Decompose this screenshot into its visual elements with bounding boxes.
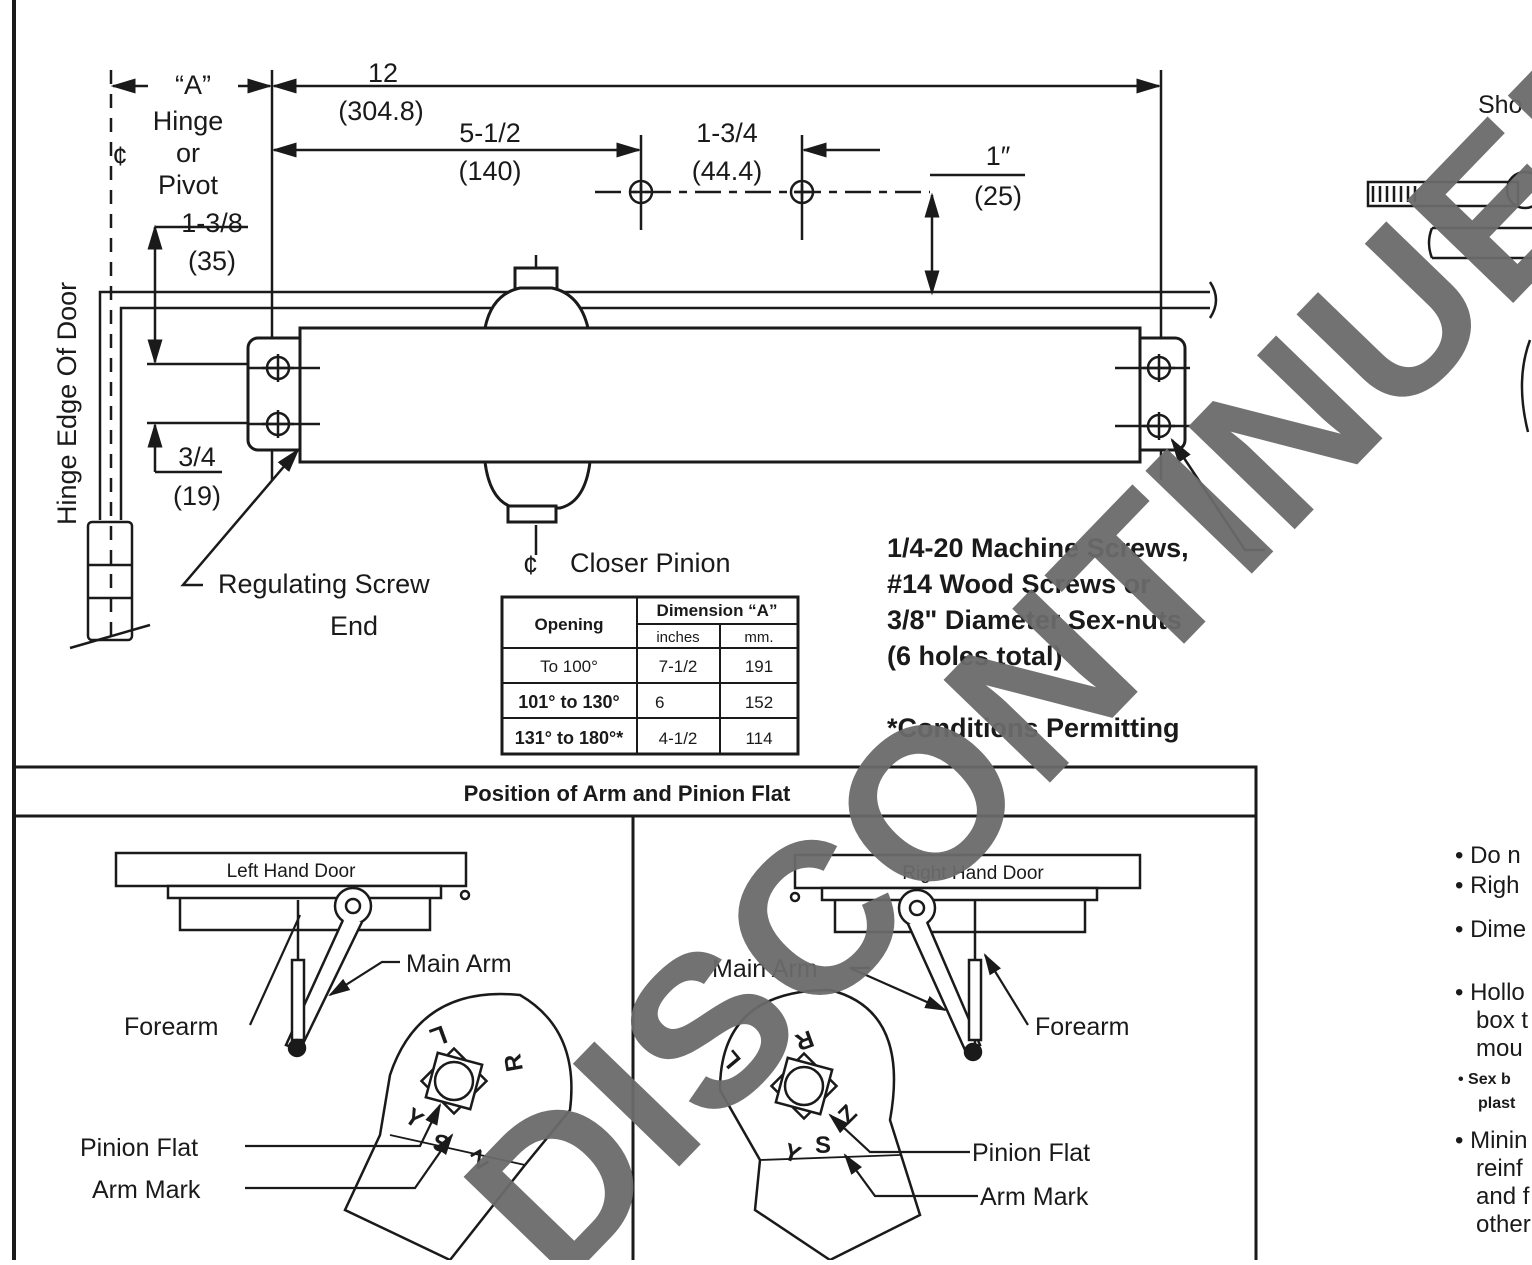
d4-mm: (35)	[188, 246, 236, 276]
note-4b: box t	[1476, 1007, 1528, 1034]
leaders	[180, 437, 1265, 587]
note-2: • Righ	[1455, 872, 1519, 899]
table-row3-opening: 131° to 180°*	[515, 728, 623, 748]
table-row3-inches: 4-1/2	[659, 729, 698, 748]
right-forearm-label: Forearm	[1035, 1013, 1129, 1041]
closer-body	[246, 266, 1187, 524]
d4-in: 1-3/8	[181, 208, 243, 238]
right-column-notes: • Do n • Righ • Dime • Hollo box t mou •…	[1455, 842, 1531, 1238]
table-row2-inches: 6	[655, 693, 664, 712]
right-column-illustration	[1366, 170, 1532, 433]
table-row3-mm: 114	[745, 729, 772, 748]
closer-holes	[248, 354, 1190, 440]
right-main-arm-label: Main Arm	[712, 955, 818, 983]
left-letter-r: R	[499, 1052, 529, 1074]
note-4c: mou	[1476, 1035, 1523, 1062]
hinge-line3: Pivot	[158, 170, 219, 200]
right-arm-mark-label: Arm Mark	[980, 1183, 1089, 1211]
left-door-label: Left Hand Door	[227, 861, 357, 882]
note-6c: and f	[1476, 1183, 1530, 1210]
left-door-leaders	[245, 914, 454, 1190]
d5-in: 3/4	[178, 442, 216, 472]
right-door-label: Right Hand Door	[902, 863, 1044, 884]
screws-line1: 1/4-20 Machine Screws,	[887, 533, 1189, 563]
hinge-line1: Hinge	[153, 106, 224, 136]
left-letter-s: S	[431, 1129, 451, 1158]
left-main-arm-label: Main Arm	[406, 950, 512, 978]
table-row1-inches: 7-1/2	[659, 657, 698, 676]
right-door-illustration	[718, 853, 1142, 1262]
dimension-texts: “A” ¢ Hinge or Pivot 12 (304.8) 5-1/2 (1…	[112, 58, 1022, 511]
d2-in: 1-3/4	[696, 118, 758, 148]
closer-pinion-cl: ¢	[523, 550, 538, 580]
regulating-line1: Regulating Screw	[218, 569, 430, 599]
screws-line2: #14 Wood Screws or	[887, 569, 1151, 599]
hinge-edge-label: Hinge Edge Of Door	[52, 282, 82, 525]
right-door-leaders	[828, 953, 1029, 1198]
d3-in: 1″	[986, 141, 1011, 171]
dimension-table: Opening Dimension “A” inches mm. To 100°…	[500, 595, 800, 756]
table-col-dimension: Dimension “A”	[657, 601, 778, 620]
screws-line4: (6 holes total)	[887, 641, 1063, 671]
note-4: • Hollo	[1455, 979, 1525, 1006]
door-edge	[69, 281, 1218, 650]
overall-mm: (304.8)	[338, 96, 424, 126]
overall-in: 12	[368, 58, 398, 88]
closer-pinion-label: Closer Pinion	[570, 548, 731, 578]
left-arm-mark-label: Arm Mark	[92, 1176, 201, 1204]
position-panel-title: Position of Arm and Pinion Flat	[464, 781, 791, 806]
table-row2-opening: 101° to 130°	[518, 692, 619, 712]
table-row2-mm: 152	[745, 693, 773, 712]
right-column-top-label: Sho	[1478, 91, 1522, 119]
hinge-line2: or	[176, 138, 200, 168]
note-5b: plast	[1478, 1095, 1516, 1112]
d5-mm: (19)	[173, 481, 221, 511]
left-door-illustration	[114, 851, 573, 1262]
hinge-cl-symbol: ¢	[112, 141, 127, 171]
note-1: • Do n	[1455, 842, 1521, 869]
right-pinion-flat-label: Pinion Flat	[972, 1139, 1090, 1167]
note-3: • Dime	[1455, 916, 1526, 943]
right-letter-s: S	[815, 1132, 831, 1159]
note-5: • Sex b	[1458, 1071, 1511, 1088]
position-panel	[12, 765, 1258, 1265]
d3-mm: (25)	[974, 181, 1022, 211]
d1-mm: (140)	[458, 156, 521, 186]
table-col-opening: Opening	[535, 615, 604, 634]
dim-a-text: “A”	[175, 70, 211, 100]
note-6b: reinf	[1476, 1155, 1523, 1182]
table-sub-inches: inches	[656, 629, 699, 646]
note-6: • Minin	[1455, 1127, 1527, 1154]
d2-mm: (44.4)	[692, 156, 763, 186]
note-6d: other	[1476, 1211, 1531, 1238]
screws-line3: 3/8" Diameter Sex-nuts	[887, 605, 1182, 635]
table-row1-opening: To 100°	[540, 657, 598, 676]
template-holes	[628, 179, 815, 205]
left-pinion-flat-label: Pinion Flat	[80, 1134, 198, 1162]
conditions-note: *Conditions Permitting	[887, 713, 1180, 743]
d1-in: 5-1/2	[459, 118, 521, 148]
left-forearm-label: Forearm	[124, 1013, 218, 1041]
table-sub-mm: mm.	[744, 629, 773, 646]
table-row1-mm: 191	[745, 657, 773, 676]
regulating-line2: End	[330, 611, 378, 641]
